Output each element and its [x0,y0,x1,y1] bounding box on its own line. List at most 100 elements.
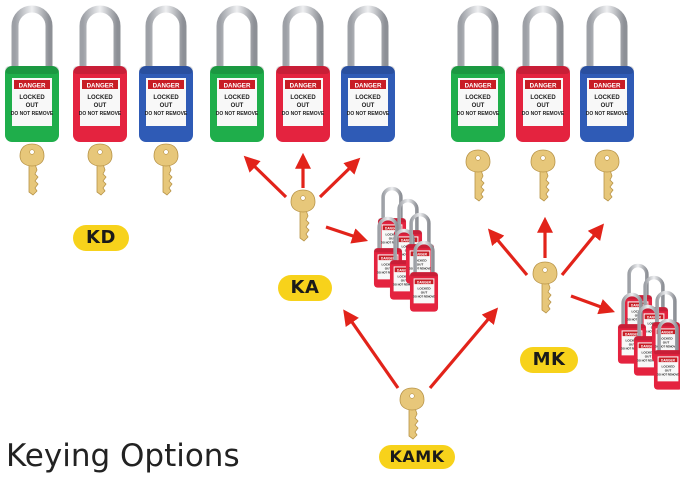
padlock-tag-header: DANGER [647,315,662,319]
padlock-tag-line: DO NOT REMOVE [637,359,659,363]
padlock-tag-line: DO NOT REMOVE [413,295,435,299]
label-kamk: KAMK [379,445,455,469]
arrow-ka-to-green [243,155,288,199]
padlock-tag-line: OUT [665,368,672,372]
padlock-tag-line: LOCKED [381,262,395,266]
padlock-shackle [381,186,403,221]
arrow-kamk-to-mk [428,307,499,390]
padlock-shackle [145,5,187,70]
padlock-tag-header: DANGER [625,332,640,336]
padlock-blue: DANGER LOCKED OUT DO NOT REMOVE [341,5,395,142]
key-icon [465,149,491,202]
padlock-tag-line: DO NOT REMOVE [522,111,565,117]
padlock-tag-line: LOCKED [224,95,250,101]
padlock-tag-line: LOCKED [19,95,45,101]
padlock-tag-line: LOCKED [153,95,179,101]
padlock-tag-line: OUT [385,266,392,270]
padlock-tag-line: LOCKED [385,232,399,236]
padlock-tag-line: DO NOT REMOVE [79,111,122,117]
padlock-tag-line: OUT [401,278,408,282]
padlock-tag-line: DO NOT REMOVE [409,267,431,271]
padlock-tag-header: DANGER [385,226,400,230]
padlock-tag-line: DO NOT REMOVE [657,373,679,377]
padlock-tag-header: DANGER [401,238,416,242]
padlock-tag-line: OUT [537,103,550,109]
padlock-tag-line: LOCKED [87,95,113,101]
padlock-tag-header: DANGER [19,83,46,90]
padlock-tag-line: DO NOT REMOVE [586,111,629,117]
padlock-tag-header: DANGER [530,83,557,90]
padlock-shackle [522,5,564,70]
padlock-shackle [657,318,679,353]
padlock-tag-header: DANGER [465,83,492,90]
padlock-tag-line: LOCKED [594,95,620,101]
padlock-tag-line: LOCKED [641,350,655,354]
padlock-tag-line: LOCKED [413,258,427,262]
padlock-tag-line: DO NOT REMOVE [216,111,259,117]
padlock-tag-line: OUT [94,103,107,109]
key-icon-kamk [399,387,425,440]
arrow-mk-to-green [487,228,529,277]
padlock-tag-line: DO NOT REMOVE [621,347,643,351]
padlock-tag-line: OUT [417,262,424,266]
padlock-shackle [627,263,649,298]
padlock-shackle [11,5,53,70]
padlock-tag-line: OUT [663,340,670,344]
caption-keying-options: Keying Options [6,438,240,474]
arrow-ka-to-blue [318,157,361,199]
padlock-tag-line: LOCKED [465,95,491,101]
padlock-tag-line: OUT [472,103,485,109]
key-icon [153,143,179,196]
keys-layer [19,143,620,440]
arrows-layer [243,152,616,390]
padlock-tag-line: OUT [389,236,396,240]
padlock-shackle [377,216,399,251]
key-icon [19,143,45,196]
padlock-tag-line: OUT [645,354,652,358]
padlock-tag-line: OUT [160,103,173,109]
padlock-shackle [216,5,258,70]
padlock-tag-header: DANGER [381,256,396,260]
padlock-tag-header: DANGER [355,83,382,90]
padlock-tag-line: LOCKED [355,95,381,101]
padlock-shackle [457,5,499,70]
padlock-tag [413,278,435,304]
padlock-tag-header: DANGER [397,268,412,272]
padlock-tag-line: DO NOT REMOVE [347,111,390,117]
arrow-mk-to-blue [560,223,605,277]
padlock-tag-header: DANGER [87,83,114,90]
arrow-ka-to-stack [325,225,369,244]
padlock-tag-line: OUT [362,103,375,109]
padlock-shackle [397,198,419,233]
padlock-shackle [655,290,677,325]
padlock-shackle [586,5,628,70]
padlock-tag-header: DANGER [153,83,180,90]
padlock-tag-header: DANGER [413,252,428,256]
padlock-tag-line: LOCKED [659,336,673,340]
padlock-shackle [282,5,324,70]
key-icon [594,149,620,202]
padlock-tag-line: OUT [601,103,614,109]
padlock-tag-line: DO NOT REMOVE [393,283,415,287]
label-kd: KD [73,225,129,251]
padlock-tag-header: DANGER [641,344,656,348]
padlock-blue: DANGER LOCKED OUT DO NOT REMOVE [580,5,634,142]
padlock-tag-line: DO NOT REMOVE [655,345,677,349]
padlock-tag-line: OUT [421,290,428,294]
padlock-tag-header: DANGER [594,83,621,90]
padlock-tag-line: DO NOT REMOVE [377,271,399,275]
padlock-tag-header: DANGER [224,83,251,90]
padlock-tag-line: DO NOT REMOVE [381,241,403,245]
label-mk: MK [520,347,578,373]
padlock-tag-line: OUT [231,103,244,109]
key-icon [530,149,556,202]
